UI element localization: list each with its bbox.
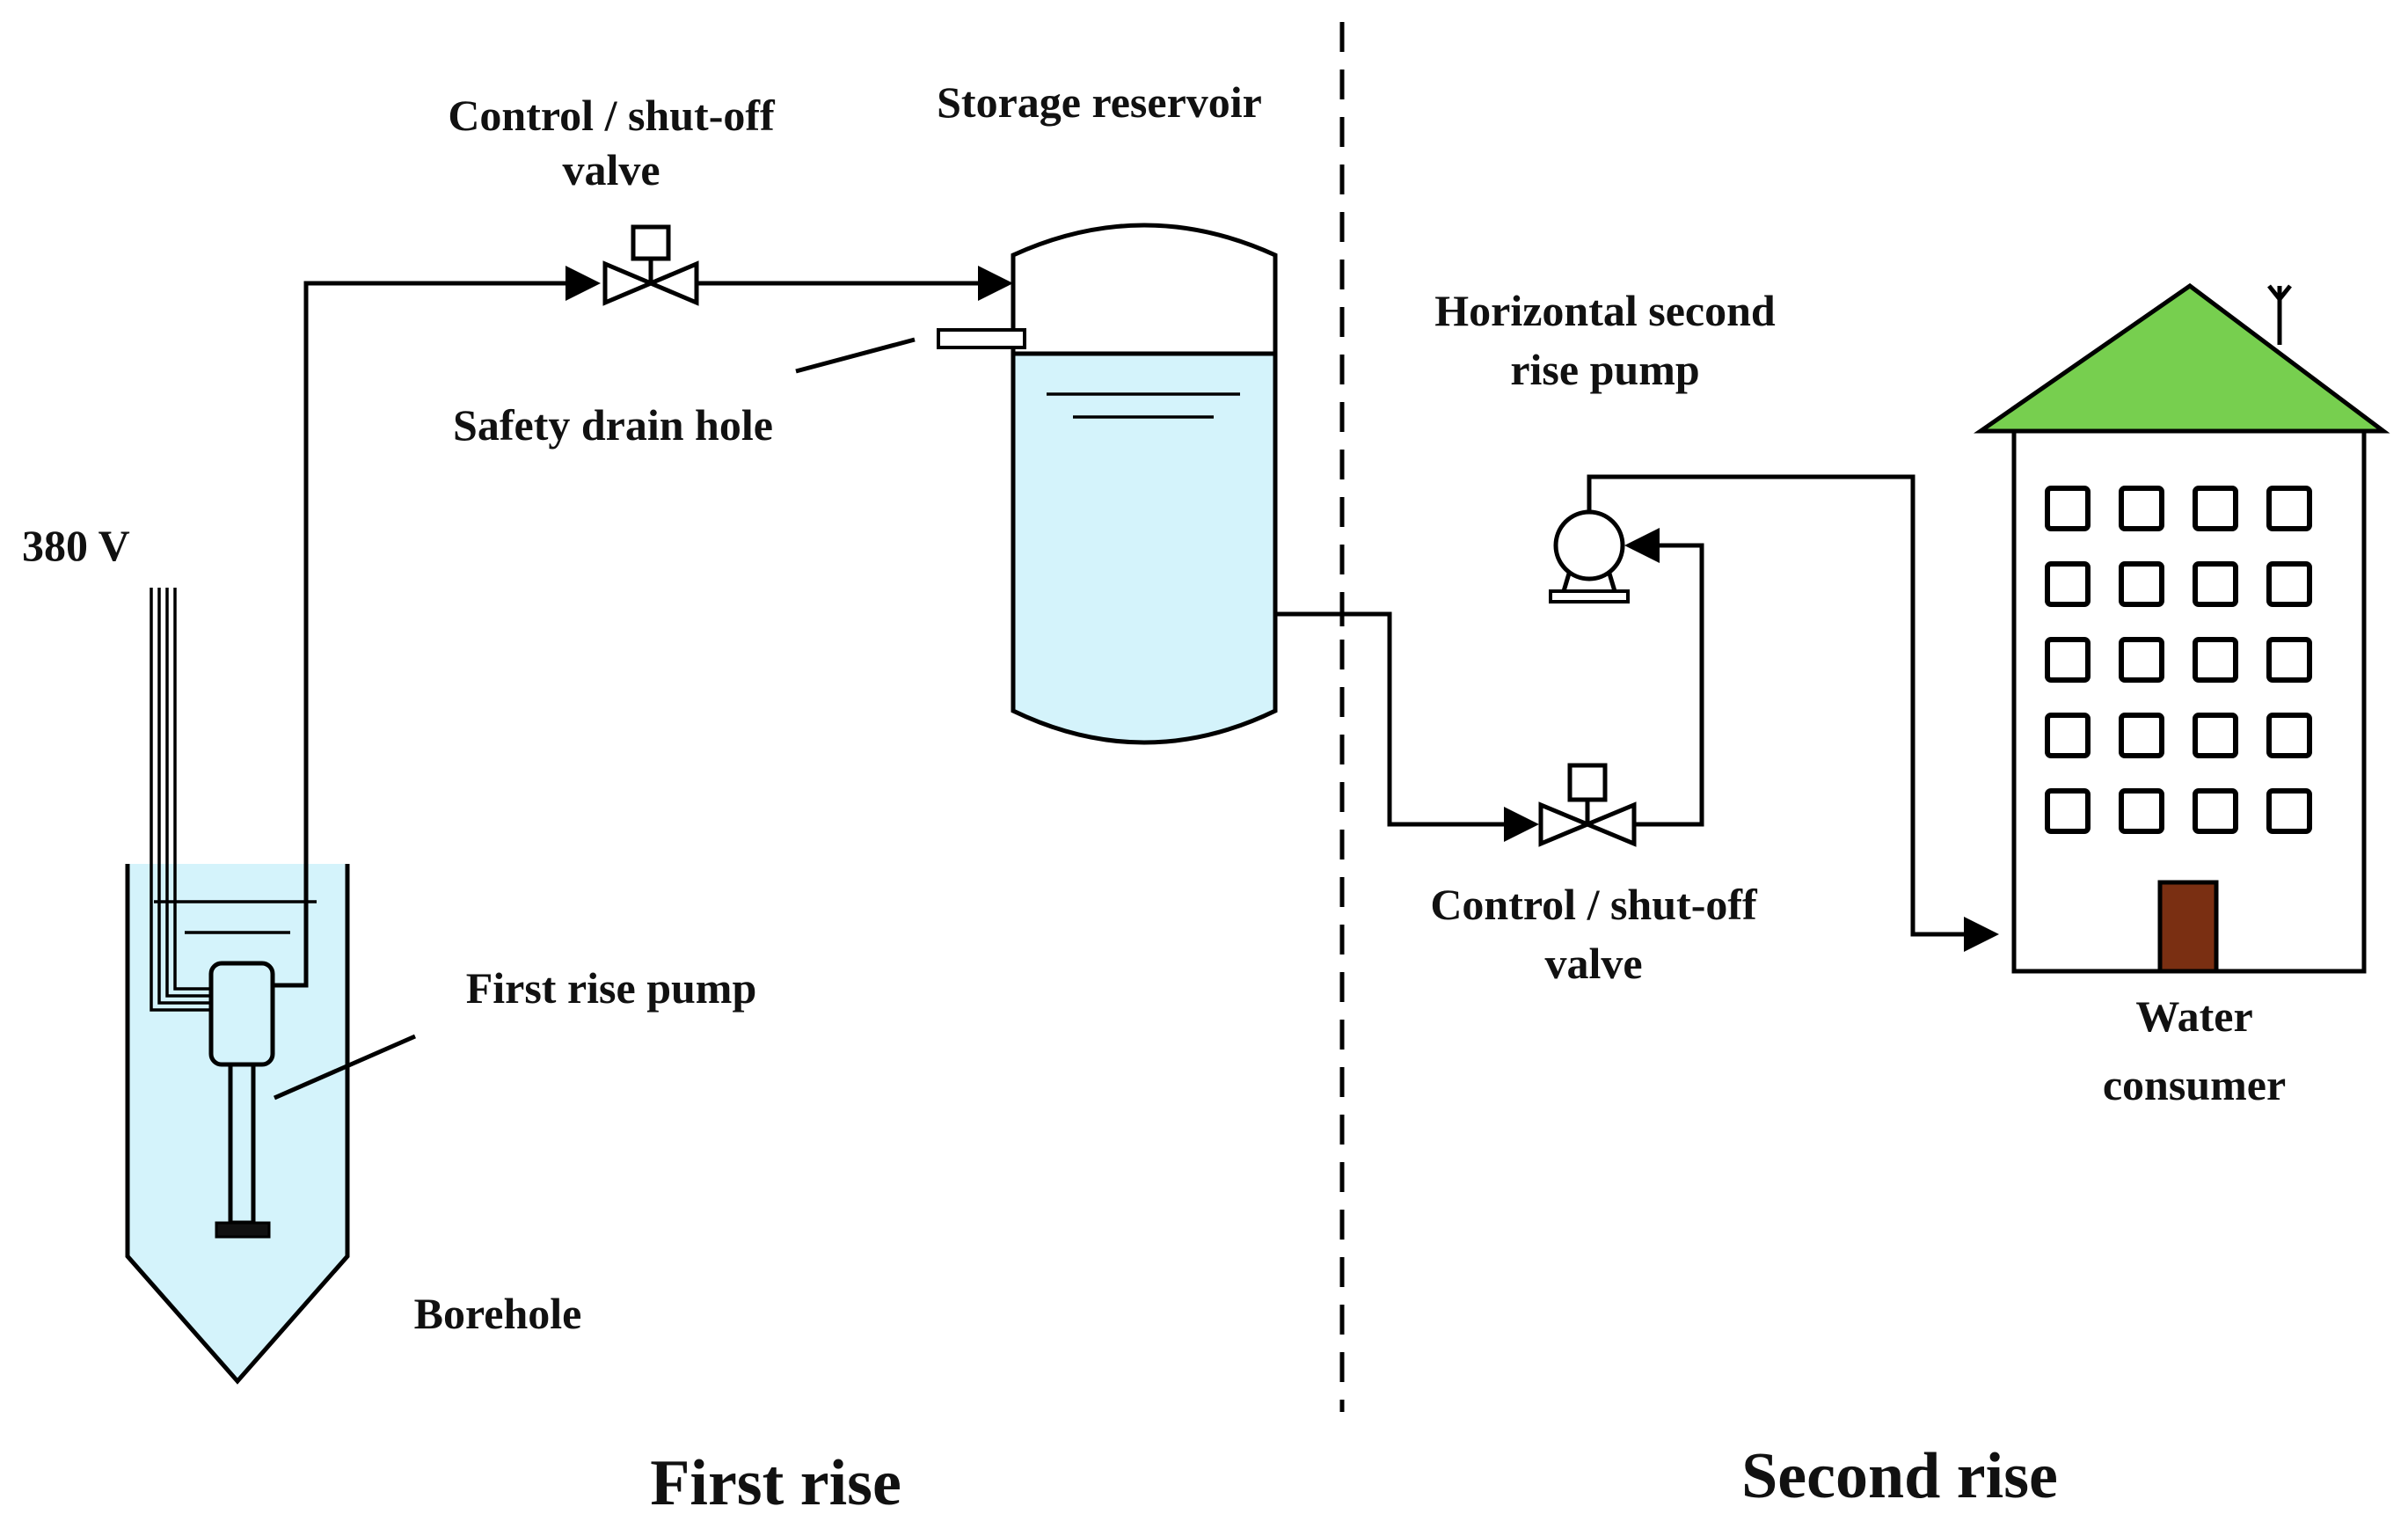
- pipe-valve2-to-pump: [1624, 528, 1704, 827]
- safety-drain-leader: [795, 337, 916, 374]
- building-window: [2045, 486, 2091, 531]
- control-valve-1: [602, 224, 699, 306]
- building-window: [2266, 788, 2312, 834]
- building-window: [2045, 713, 2091, 758]
- borehole-walls: [125, 864, 350, 1385]
- horizontal-pump-label-line2: rise pump: [1510, 345, 1699, 394]
- consumer-label-line2: consumer: [2103, 1060, 2286, 1109]
- consumer-label-line1: Water: [2135, 991, 2252, 1041]
- first-rise-pump-label: First rise pump: [466, 963, 757, 1013]
- building-window: [2119, 561, 2164, 607]
- pipe-pump-to-consumer: [1587, 474, 1999, 952]
- safety-drain-hole-label: Safety drain hole: [453, 400, 773, 450]
- building-window: [2193, 561, 2238, 607]
- storage-reservoir: [1011, 223, 1278, 745]
- building-window: [2119, 788, 2164, 834]
- valve2-label-line2: valve: [1544, 939, 1642, 988]
- building-window: [2266, 486, 2312, 531]
- valve1-label-line1: Control / shut-off: [448, 91, 776, 140]
- building-window: [2193, 486, 2238, 531]
- roof: [1974, 282, 2390, 434]
- control-valve-2: [1538, 763, 1637, 847]
- valve1-label-line2: valve: [562, 145, 660, 194]
- building-window: [2045, 561, 2091, 607]
- building-window: [2119, 637, 2164, 683]
- horizontal-second-rise-pump: [1549, 500, 1630, 603]
- building-window: [2045, 788, 2091, 834]
- building-window: [2045, 637, 2091, 683]
- water-consumer-building: [1974, 282, 2390, 974]
- building-window: [2119, 486, 2164, 531]
- borehole-label: Borehole: [414, 1289, 582, 1338]
- valve2-label-line1: Control / shut-off: [1430, 880, 1758, 929]
- safety-drain-hole: [937, 328, 1026, 349]
- door: [2157, 880, 2219, 974]
- first-rise-pump-leader: [273, 1034, 417, 1101]
- horizontal-pump-label-line1: Horizontal second: [1434, 286, 1776, 335]
- building-window: [2266, 713, 2312, 758]
- storage-reservoir-label: Storage reservoir: [937, 77, 1262, 127]
- voltage-label: 380 V: [22, 521, 130, 570]
- building-window: [2193, 713, 2238, 758]
- pipe-borehole-to-valve: [273, 266, 601, 988]
- first-rise-pump: [208, 961, 275, 1239]
- building-window: [2193, 637, 2238, 683]
- reservoir-water: [1013, 354, 1275, 742]
- second-rise-label: Second rise: [1741, 1440, 2058, 1512]
- windows: [2045, 486, 2312, 834]
- building-window: [2119, 713, 2164, 758]
- first-rise-label: First rise: [650, 1447, 901, 1519]
- building-window: [2193, 788, 2238, 834]
- building-window: [2266, 637, 2312, 683]
- building-window: [2266, 561, 2312, 607]
- reservoir-body: [1011, 223, 1278, 745]
- power-cables: [150, 588, 211, 1012]
- pipe-reservoir-to-valve2: [1275, 611, 1539, 842]
